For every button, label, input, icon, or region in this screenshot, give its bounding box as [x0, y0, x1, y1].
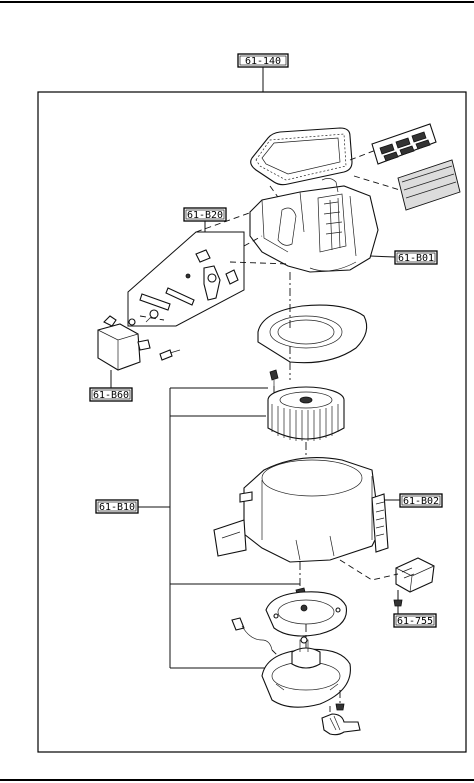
link-lever-parts	[139, 249, 239, 323]
diagram-frame	[37, 91, 467, 753]
motor-gasket-part	[265, 591, 348, 637]
bell-mouth-plate-part	[257, 304, 368, 364]
air-filter-lower-part	[397, 159, 461, 211]
resistor-screw	[393, 599, 403, 607]
blower-case-lower-part	[213, 456, 389, 563]
actuator-screw	[159, 349, 173, 361]
fan-nut	[269, 369, 279, 381]
link-parts-outline	[127, 231, 245, 327]
label-61-b20[interactable]: 61-B20	[183, 207, 227, 222]
air-filter-upper-part	[371, 123, 437, 165]
label-61-b02[interactable]: 61-B02	[399, 493, 443, 508]
air-intake-actuator-part	[97, 315, 151, 371]
label-61-b10[interactable]: 61-B10	[95, 499, 139, 514]
svg-text:61-140: 61-140	[245, 56, 281, 67]
svg-text:61-B20: 61-B20	[187, 210, 223, 221]
blower-resistor-part	[395, 557, 435, 593]
leader-61-b01	[369, 255, 396, 258]
label-61-140[interactable]: 61-140	[237, 53, 289, 68]
cooling-hose-part	[321, 713, 361, 736]
blower-fan-part	[267, 386, 345, 441]
label-61-b60[interactable]: 61-B60	[89, 387, 133, 402]
svg-text:61-B10: 61-B10	[99, 502, 135, 513]
svg-text:61-B60: 61-B60	[93, 390, 129, 401]
label-61-b01[interactable]: 61-B01	[394, 250, 438, 265]
svg-text:61-B01: 61-B01	[398, 253, 434, 264]
blower-case-upper-part	[249, 178, 379, 273]
blower-motor-part	[261, 636, 351, 708]
label-61-755[interactable]: 61-755	[393, 613, 437, 628]
svg-text:61-755: 61-755	[397, 616, 433, 627]
drain-screw	[335, 703, 345, 711]
seal-gasket-part	[250, 127, 353, 186]
filter-guide-line	[349, 149, 377, 161]
svg-text:61-B02: 61-B02	[403, 496, 439, 507]
motor-wire-harness-part	[231, 617, 273, 651]
